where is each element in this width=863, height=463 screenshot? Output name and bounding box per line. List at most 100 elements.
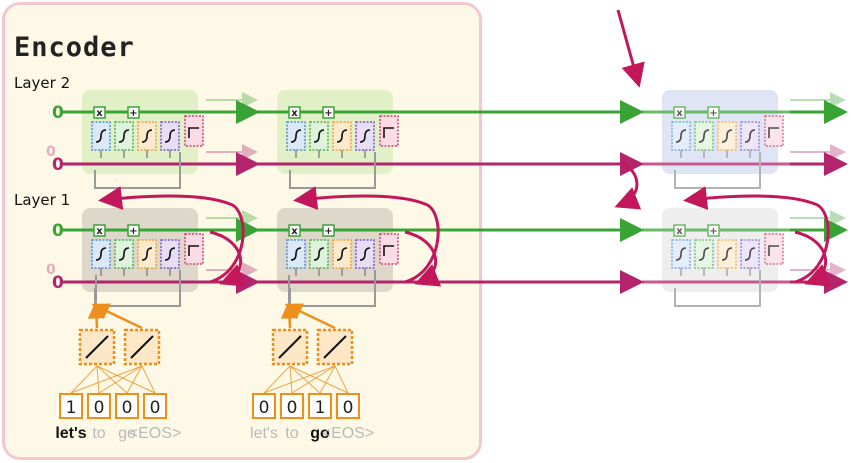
output-unit bbox=[764, 233, 784, 265]
sigmoid-icon bbox=[164, 129, 176, 143]
input-group: 1 let's 0 to 0 go 0 <EOS> bbox=[55, 275, 181, 442]
weight-line bbox=[96, 365, 156, 394]
input-word: go bbox=[118, 425, 136, 442]
tanh-icon bbox=[383, 245, 394, 256]
layer-2-label: Layer 2 bbox=[14, 74, 71, 92]
linear-activation-icon bbox=[323, 335, 347, 359]
sigmoid-icon bbox=[95, 247, 107, 261]
gate-op-box bbox=[127, 224, 140, 237]
input-word: go bbox=[310, 425, 330, 442]
weight-line bbox=[96, 365, 100, 394]
gate-op-box bbox=[127, 106, 140, 119]
weight-line bbox=[126, 365, 143, 394]
sigmoid-icon bbox=[359, 247, 371, 261]
gate-op-sign: x bbox=[96, 108, 103, 119]
weight-line bbox=[289, 365, 321, 394]
sigmoid-icon bbox=[359, 129, 371, 143]
sigmoid-icon bbox=[336, 129, 348, 143]
linear-activation-icon bbox=[130, 335, 154, 359]
sigmoid-icon bbox=[290, 247, 302, 261]
one-hot-box bbox=[59, 393, 83, 419]
tanh-icon bbox=[768, 245, 779, 256]
tanh-icon bbox=[188, 245, 199, 256]
lstm-cell: x+ bbox=[62, 208, 210, 307]
one-hot-box bbox=[252, 393, 276, 419]
weight-line bbox=[70, 365, 98, 394]
embedding-output-arrow bbox=[284, 303, 336, 330]
sigmoid-icon bbox=[336, 247, 348, 261]
gate-op-box bbox=[322, 224, 335, 237]
weight-line bbox=[289, 365, 349, 394]
weight-line bbox=[334, 365, 349, 394]
gate-op-sign: + bbox=[324, 226, 332, 237]
input-word: to bbox=[92, 425, 105, 442]
feedback-line bbox=[674, 270, 761, 307]
input-word: <EOS> bbox=[129, 425, 181, 442]
lstm-cell: x+ bbox=[257, 208, 405, 307]
gate-op-sign: x bbox=[291, 226, 298, 237]
linear-activation-icon bbox=[278, 335, 302, 359]
embedding-output-arrow bbox=[280, 301, 299, 329]
gate-op-box bbox=[288, 106, 301, 119]
tanh-icon bbox=[188, 127, 199, 138]
sigmoid-icon bbox=[698, 247, 710, 261]
weight-line bbox=[96, 365, 128, 394]
linear-activation-icon bbox=[85, 335, 109, 359]
sigmoid-icon bbox=[698, 129, 710, 143]
embedding-output-arrow bbox=[87, 301, 106, 329]
gate-op-box bbox=[288, 224, 301, 237]
gate-op-sign: x bbox=[676, 226, 683, 237]
sigmoid-icon bbox=[290, 129, 302, 143]
gate-op-box bbox=[707, 224, 720, 237]
sigmoid-icon bbox=[744, 247, 756, 261]
input-word: <EOS> bbox=[322, 425, 374, 442]
one-hot-value: 1 bbox=[66, 398, 77, 418]
gate-op-box bbox=[322, 106, 335, 119]
layer-1-label: Layer 1 bbox=[14, 191, 71, 209]
initial-cell-state: 0 bbox=[52, 221, 64, 241]
embedding-unit bbox=[78, 328, 116, 366]
output-unit bbox=[184, 233, 204, 265]
lstm-cell: x+ bbox=[642, 208, 790, 307]
output-unit bbox=[379, 115, 399, 147]
one-hot-value: 0 bbox=[94, 398, 105, 418]
feedback-line bbox=[674, 152, 761, 189]
pointer-arrow bbox=[616, 9, 645, 88]
output-unit bbox=[184, 115, 204, 147]
gate-op-sign: + bbox=[709, 108, 717, 119]
loop-arrow bbox=[404, 230, 442, 287]
gate-op-sign: + bbox=[324, 108, 332, 119]
loop-arrow bbox=[794, 230, 832, 287]
lstm-cell: x+ bbox=[642, 90, 790, 189]
gate-op-box bbox=[673, 224, 686, 237]
initial-hidden-state: 0 bbox=[52, 273, 64, 293]
one-hot-box bbox=[308, 393, 332, 419]
input-word: let's bbox=[250, 425, 278, 442]
feedback-line bbox=[94, 152, 181, 189]
gate-op-box bbox=[93, 106, 106, 119]
input-word: let's bbox=[55, 425, 86, 442]
ghost-initial-state: 0 bbox=[46, 262, 56, 278]
sigmoid-icon bbox=[721, 129, 733, 143]
sigmoid-icon bbox=[164, 247, 176, 261]
sigmoid-icon bbox=[118, 247, 130, 261]
initial-hidden-state: 0 bbox=[52, 155, 64, 175]
gate-op-sign: + bbox=[129, 108, 137, 119]
sigmoid-icon bbox=[141, 247, 153, 261]
gate-op-sign: + bbox=[709, 226, 717, 237]
sigmoid-icon bbox=[313, 247, 325, 261]
weight-line bbox=[263, 365, 291, 394]
weight-line bbox=[263, 365, 336, 394]
weight-line bbox=[141, 365, 156, 394]
ghost-initial-state: 0 bbox=[46, 144, 56, 160]
gate-op-sign: + bbox=[129, 226, 137, 237]
gate-op-box bbox=[707, 106, 720, 119]
weight-line bbox=[291, 365, 336, 394]
sigmoid-icon bbox=[744, 129, 756, 143]
one-hot-box bbox=[143, 393, 167, 419]
initial-cell-state: 0 bbox=[52, 103, 64, 123]
one-hot-value: 0 bbox=[122, 398, 133, 418]
gate-op-sign: x bbox=[96, 226, 103, 237]
one-hot-box bbox=[87, 393, 111, 419]
